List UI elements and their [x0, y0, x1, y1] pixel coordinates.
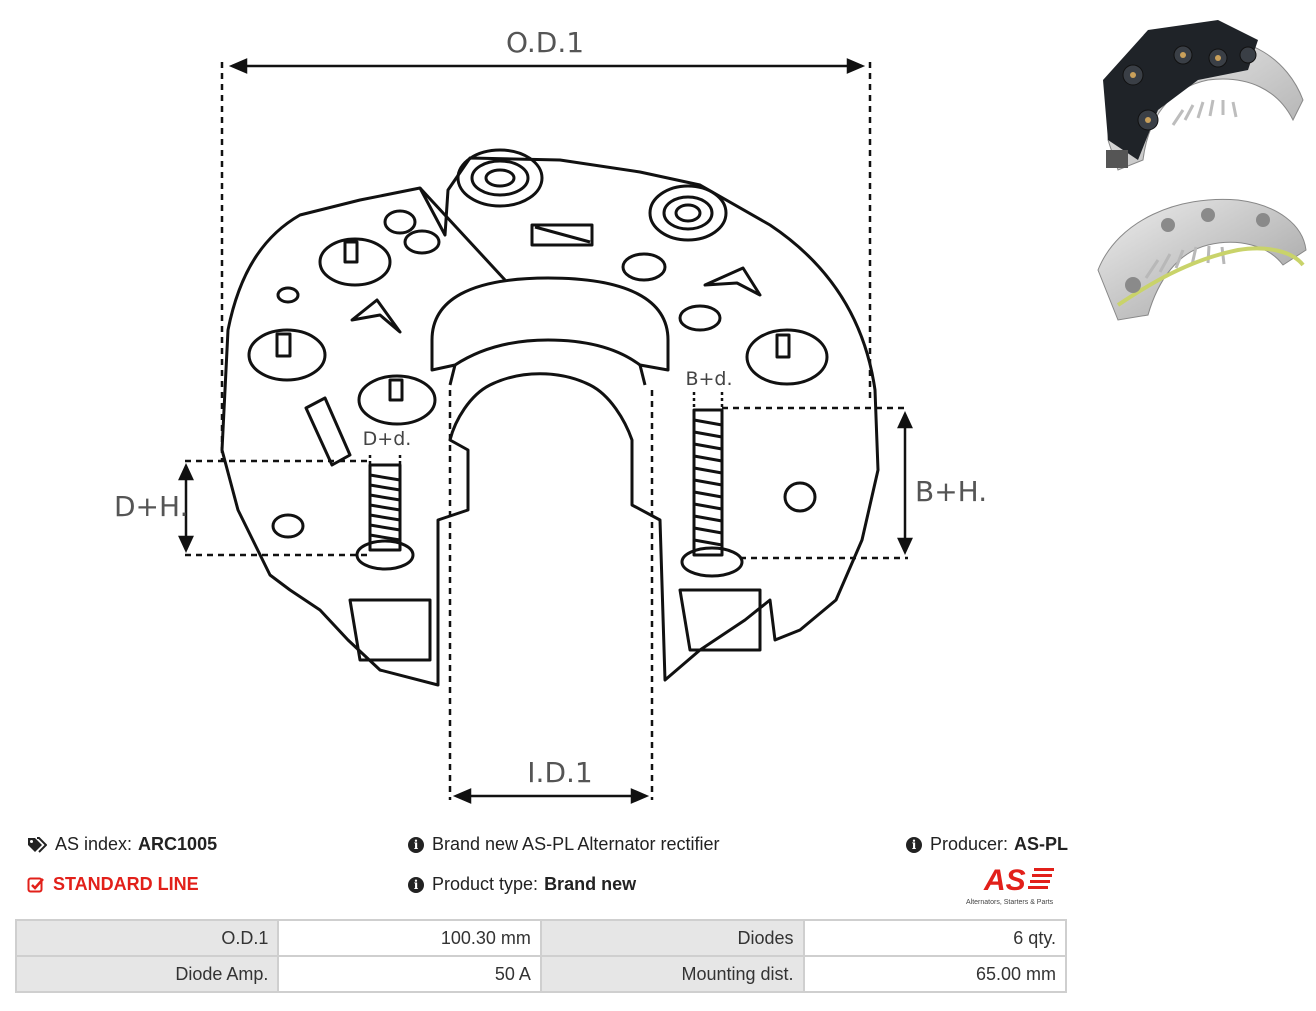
spec-key: Diode Amp. — [17, 957, 278, 991]
bolt-d — [348, 463, 432, 662]
slot-mark — [304, 396, 352, 467]
description-row: i Brand new AS-PL Alternator rectifier — [408, 834, 719, 855]
spec-key: Mounting dist. — [541, 957, 803, 991]
as-index-value: ARC1005 — [138, 834, 218, 854]
dd-label: D+d. — [363, 428, 412, 450]
info-icon: i — [408, 836, 424, 853]
spec-value: 50 A — [279, 957, 540, 991]
standard-line-label: STANDARD LINE — [53, 874, 199, 894]
spec-value: 65.00 mm — [804, 957, 1065, 991]
bd-label: B+d. — [685, 368, 732, 390]
info-icon: i — [408, 876, 424, 893]
product-type-value: Brand new — [544, 874, 637, 894]
bolt-b — [678, 408, 762, 652]
body-seam — [418, 186, 507, 282]
bh-label: B+H. — [915, 475, 987, 508]
arrow-mark — [350, 298, 402, 334]
product-photo-top[interactable] — [1088, 10, 1310, 190]
product-type-label: Product type: — [432, 874, 539, 894]
line-row: STANDARD LINE — [27, 874, 199, 895]
diode — [318, 237, 392, 287]
producer-value: AS-PL — [1014, 834, 1069, 854]
tags-icon — [27, 836, 47, 853]
checkbox-checked-icon — [27, 876, 45, 894]
spec-key: Diodes — [541, 921, 803, 955]
od-label: O.D.1 — [506, 26, 584, 59]
table-row: O.D.1 100.30 mm Diodes 6 qty. — [17, 921, 1065, 955]
spec-value: 100.30 mm — [279, 921, 540, 955]
product-photo-bottom[interactable] — [1088, 190, 1310, 340]
spec-key: O.D.1 — [17, 921, 278, 955]
as-index-row: AS index: ARC1005 — [27, 834, 217, 855]
diode — [247, 328, 327, 382]
diode — [745, 328, 829, 386]
product-description: Brand new AS-PL Alternator rectifier — [432, 834, 720, 854]
arrow-mark — [703, 266, 762, 297]
table-row: Diode Amp. 50 A Mounting dist. 65.00 mm — [17, 957, 1065, 991]
rectifier-technical-drawing: O.D.1 I.D.1 D+H. B+H. D+d. B+d. — [114, 26, 987, 804]
producer-row: i Producer: AS-PL — [906, 834, 1068, 855]
producer-label: Producer: — [930, 834, 1009, 854]
logo-text: AS — [983, 864, 1026, 897]
logo-tagline: Alternators, Starters & Parts — [966, 899, 1054, 906]
spec-value: 6 qty. — [804, 921, 1065, 955]
info-icon: i — [906, 836, 922, 853]
rectifier-body-outline — [220, 156, 880, 687]
diode — [357, 374, 437, 426]
as-pl-logo: AS Alternators, Starters & Parts — [966, 864, 1054, 906]
inner-bore — [430, 276, 670, 372]
id-label: I.D.1 — [527, 756, 592, 789]
as-index-label: AS index: — [55, 834, 133, 854]
specs-table: O.D.1 100.30 mm Diodes 6 qty. Diode Amp.… — [15, 919, 1067, 993]
terminal-slot — [530, 223, 594, 247]
product-type-row: i Product type: Brand new — [408, 874, 636, 895]
stud-top-right — [648, 184, 728, 242]
stud-top-center — [456, 148, 544, 208]
dh-label: D+H. — [114, 490, 188, 523]
